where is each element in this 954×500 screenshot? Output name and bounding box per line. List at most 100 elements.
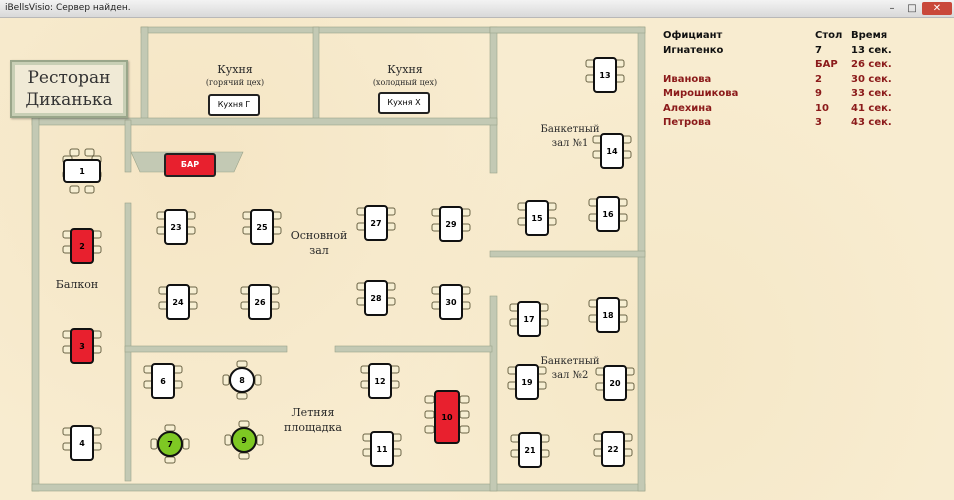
close-icon[interactable]: ✕ (922, 2, 952, 15)
table-surface (439, 284, 463, 320)
order-waiter: Мирошикова (663, 88, 739, 99)
table-2[interactable]: 2 (62, 228, 102, 264)
table-number: 28 (370, 294, 382, 303)
table-19[interactable]: 19 (507, 364, 547, 400)
table-1[interactable]: 1 (62, 148, 102, 194)
table-number: 2 (79, 242, 85, 251)
chair (424, 410, 435, 419)
chair (459, 410, 470, 419)
header-time: Время (851, 30, 888, 41)
table-8[interactable]: 8 (222, 360, 262, 400)
table-surface (70, 425, 94, 461)
table-surface (231, 427, 257, 453)
order-time: 41 сек. (851, 102, 892, 114)
maximize-icon[interactable]: □ (907, 3, 917, 14)
table-surface (439, 206, 463, 242)
summer-label-line2: площадка (284, 421, 342, 434)
table-14[interactable]: 14 (592, 133, 632, 169)
window-title: iBellsVisio: Сервер найден. (5, 3, 131, 13)
table-15[interactable]: 15 (517, 200, 557, 236)
table-3[interactable]: 3 (62, 328, 102, 364)
banquet2-label-line2: зал №2 (551, 370, 589, 381)
kitchen-hot-button[interactable]: Кухня Г (208, 94, 260, 116)
table-9[interactable]: 9 (224, 420, 264, 460)
table-number: 25 (256, 223, 268, 232)
table-21[interactable]: 21 (510, 432, 550, 468)
table-13[interactable]: 13 (585, 57, 625, 93)
chair (238, 420, 250, 428)
table-18[interactable]: 18 (588, 297, 628, 333)
table-30[interactable]: 30 (431, 284, 471, 320)
table-4[interactable]: 4 (62, 425, 102, 461)
table-7[interactable]: 7 (150, 424, 190, 464)
chair (459, 425, 470, 434)
table-number: 9 (241, 436, 247, 445)
table-surface (70, 228, 94, 264)
wall-segment (31, 483, 646, 492)
kitchen-cold-label: Кухня (387, 63, 423, 76)
order-table: 7 (815, 44, 822, 56)
table-28[interactable]: 28 (356, 280, 396, 316)
table-number: 21 (524, 446, 536, 455)
chair (84, 185, 95, 194)
order-table: 10 (815, 102, 829, 114)
table-surface (364, 205, 388, 241)
table-22[interactable]: 22 (593, 431, 633, 467)
window-titlebar: iBellsVisio: Сервер найден. – □ ✕ (0, 0, 954, 18)
table-number: 16 (602, 210, 614, 219)
table-10[interactable]: 10 (424, 390, 470, 444)
kitchen-cold-sub: (холодный цех) (372, 78, 438, 87)
table-number: 24 (172, 298, 184, 307)
order-table: 3 (815, 117, 822, 128)
wall-segment (334, 345, 493, 353)
banquet2-label-line1: Банкетный (540, 356, 600, 367)
table-20[interactable]: 20 (595, 365, 635, 401)
kitchen-cold-button[interactable]: Кухня Х (378, 92, 430, 114)
table-surface (151, 363, 175, 399)
table-number: 20 (609, 379, 621, 388)
table-12[interactable]: 12 (360, 363, 400, 399)
table-number: 13 (599, 71, 610, 80)
chair (238, 452, 250, 460)
wall-segment (637, 26, 646, 492)
balcony-label: Балкон (55, 278, 99, 291)
summer-label-line1: Летняя (291, 406, 335, 419)
order-table: БАР (815, 59, 838, 70)
table-25[interactable]: 25 (242, 209, 282, 245)
chair (150, 438, 158, 450)
table-26[interactable]: 26 (240, 284, 280, 320)
table-16[interactable]: 16 (588, 196, 628, 232)
order-time: 30 сек. (851, 73, 892, 85)
wall-segment (124, 119, 132, 173)
table-number: 12 (374, 377, 385, 386)
table-number: 15 (531, 214, 543, 223)
wall-segment (489, 250, 646, 258)
table-surface (517, 301, 541, 337)
table-6[interactable]: 6 (143, 363, 183, 399)
kitchen-hot-label: Кухня (217, 63, 253, 76)
minimize-icon[interactable]: – (889, 3, 895, 14)
kitchen-hot-sub: (горячий цех) (205, 78, 265, 87)
table-surface (248, 284, 272, 320)
table-24[interactable]: 24 (158, 284, 198, 320)
header-waiter: Официант (663, 30, 723, 41)
table-11[interactable]: 11 (362, 431, 402, 467)
wall-segment (140, 26, 149, 121)
table-number: 17 (523, 315, 534, 324)
table-27[interactable]: 27 (356, 205, 396, 241)
table-29[interactable]: 29 (431, 206, 471, 242)
table-17[interactable]: 17 (509, 301, 549, 337)
main-hall-label-line1: Основной (290, 229, 348, 242)
bar-counter[interactable]: БАР (164, 153, 216, 177)
chair (256, 434, 264, 446)
order-waiter: Алехина (663, 102, 712, 114)
table-surface (364, 280, 388, 316)
table-23[interactable]: 23 (156, 209, 196, 245)
wall-segment (31, 117, 40, 492)
table-number: 4 (79, 439, 85, 448)
order-waiter: Иванова (663, 73, 712, 85)
wall-segment (124, 345, 288, 353)
table-surface (525, 200, 549, 236)
order-time: 13 сек. (851, 44, 892, 56)
chair (164, 424, 176, 432)
